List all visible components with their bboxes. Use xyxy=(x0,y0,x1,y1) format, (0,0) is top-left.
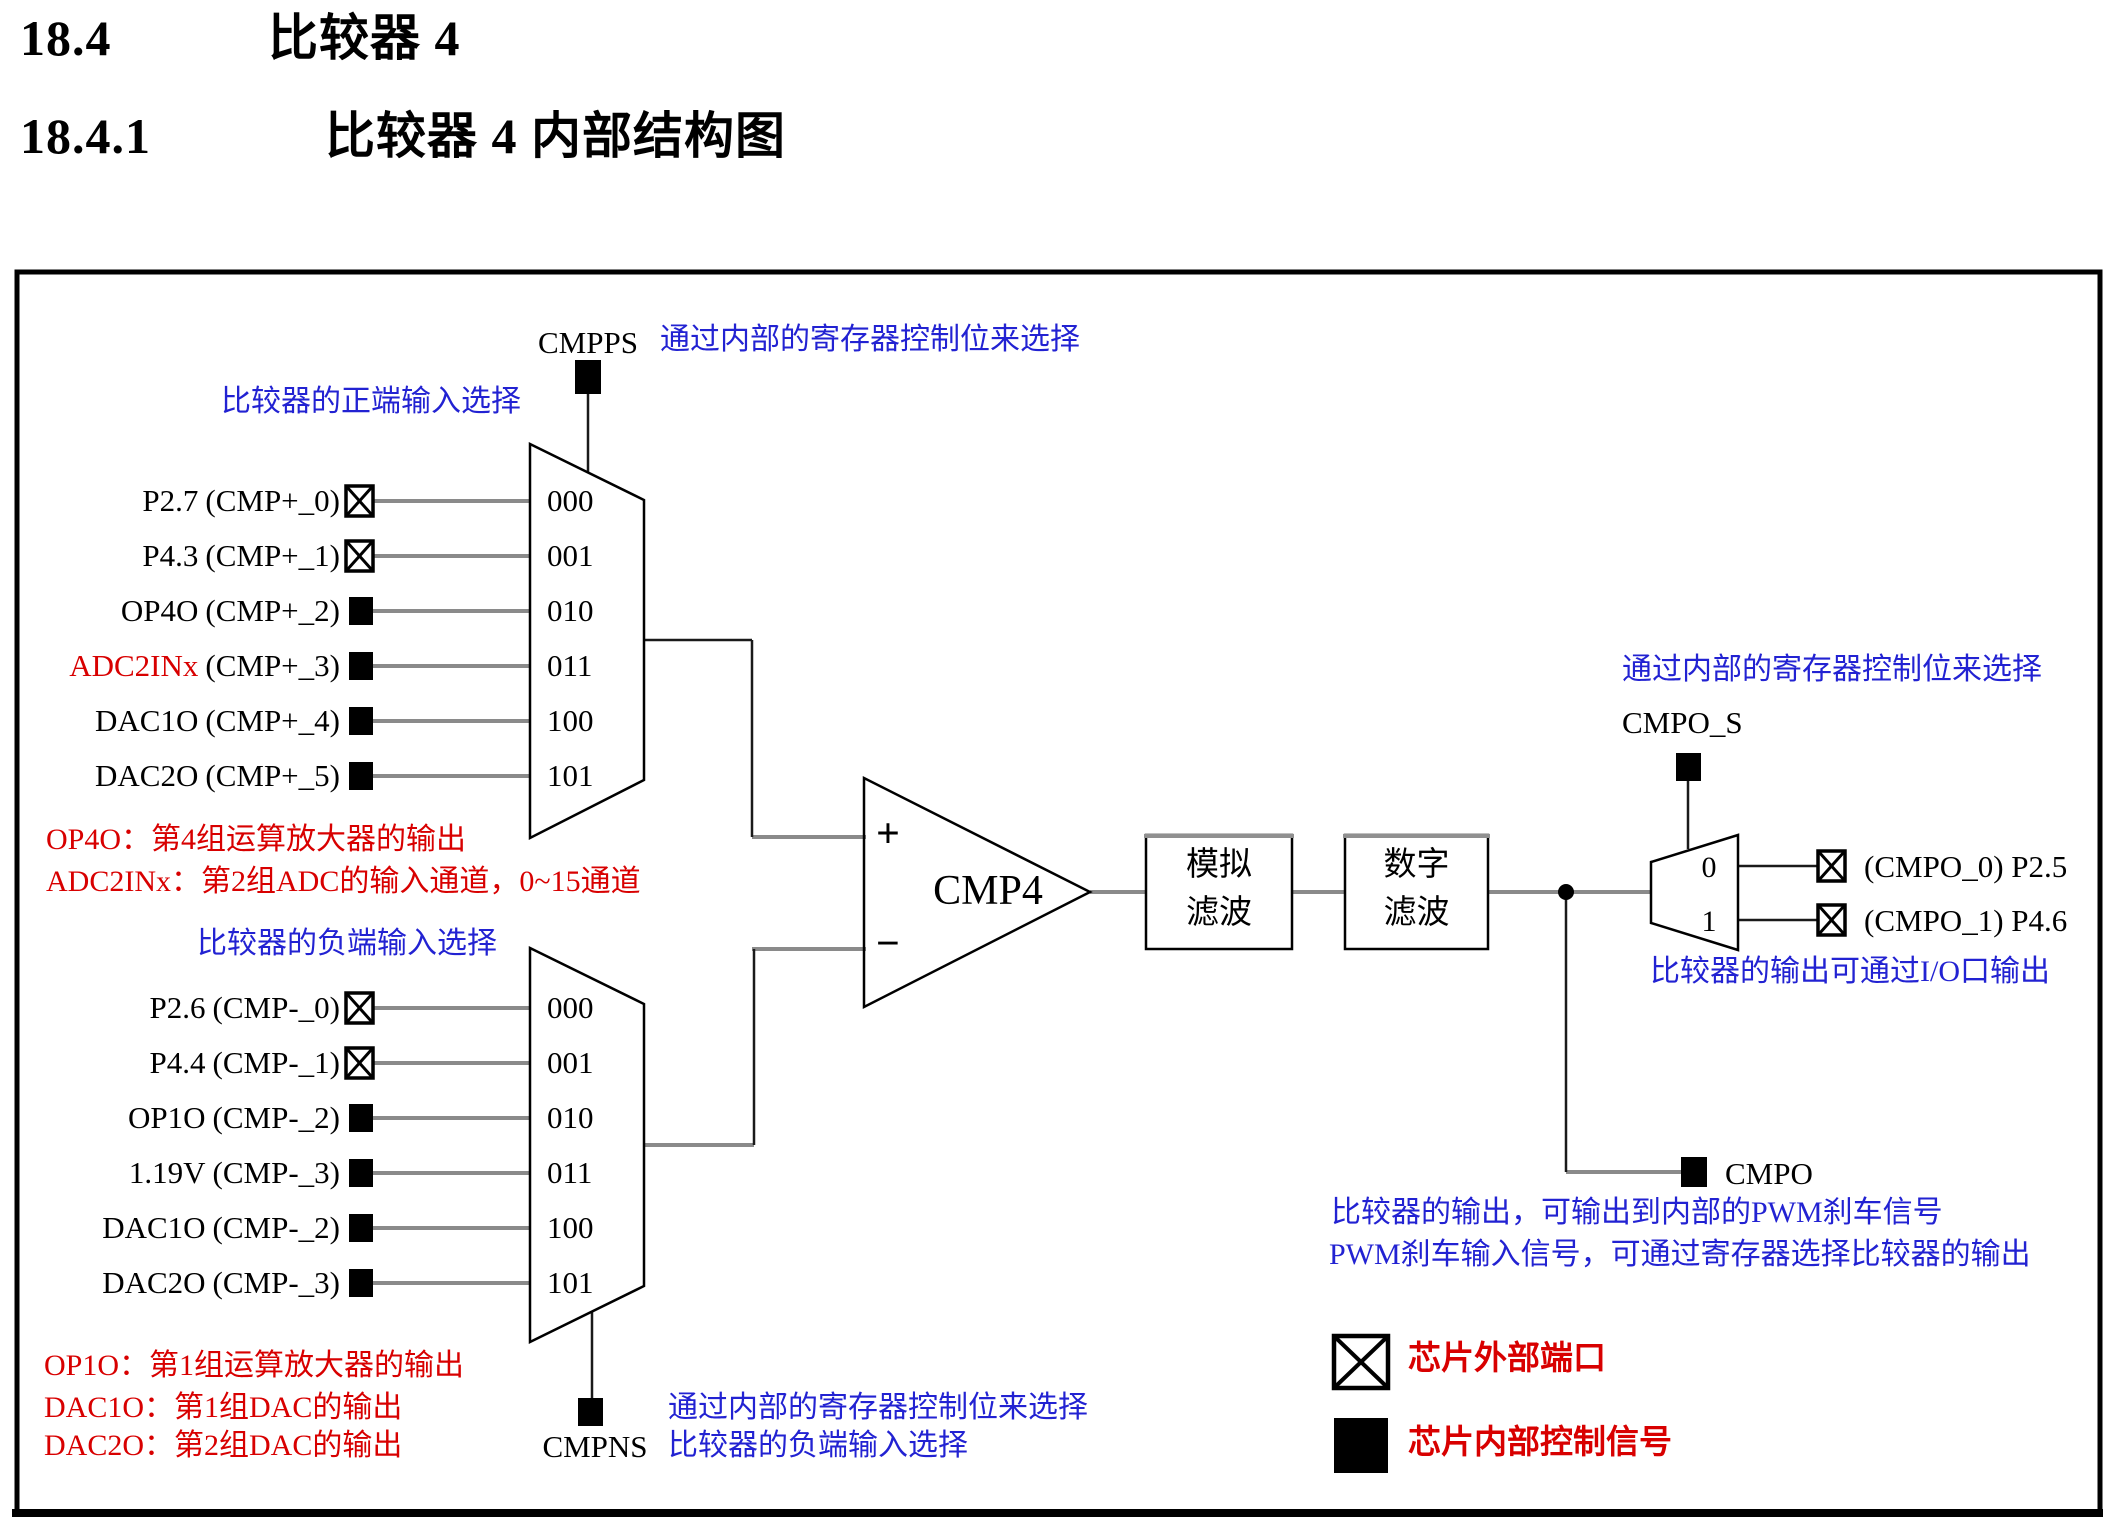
comparator-plus-input: + xyxy=(876,811,900,857)
internal-signal-icon xyxy=(349,652,373,680)
cmpps-note: 通过内部的寄存器控制位来选择 xyxy=(660,323,1080,356)
internal-signal-icon xyxy=(349,1214,373,1242)
output-pin-label-1: (CMPO_1) P4.6 xyxy=(1864,903,2068,938)
external-port-icon xyxy=(344,539,375,573)
analog-filter-box xyxy=(1144,833,1294,951)
control-lines xyxy=(586,392,1690,1398)
pos-mux-code: 011 xyxy=(547,648,593,683)
output-select-mux xyxy=(1649,833,1740,952)
neg-mux-code: 101 xyxy=(547,1265,594,1300)
cmpns-label: CMPNS xyxy=(542,1429,648,1464)
pos-input-label: ADC2INx(CMP+_3) xyxy=(69,648,340,683)
cmpps-internal-signal-icon xyxy=(575,360,601,394)
external-port-icon xyxy=(1816,903,1847,937)
cmpo-pwm-note-1: 比较器的输出，可输出到内部的PWM刹车信号 xyxy=(1331,1196,1943,1229)
neg-input-label: DAC1O(CMP-_2) xyxy=(102,1210,340,1245)
neg-mux-code: 011 xyxy=(547,1155,593,1190)
legend-internal-signal-icon xyxy=(1334,1418,1388,1473)
cmpo-s-internal-signal-icon xyxy=(1676,753,1701,781)
internal-signal-icon xyxy=(349,597,373,625)
negative-select-note: 比较器的负端输入选择 xyxy=(197,927,497,960)
external-port-icon xyxy=(344,484,375,518)
neg-input-label: OP1O(CMP-_2) xyxy=(128,1100,340,1135)
neg-mux-code: 010 xyxy=(547,1100,594,1135)
signal-wires xyxy=(373,499,1681,1285)
subsection-number: 18.4.1 xyxy=(20,108,151,164)
neg-note-op1o: OP1O：第1组运算放大器的输出 xyxy=(44,1349,465,1382)
neg-input-label: P2.6(CMP-_0) xyxy=(149,990,340,1025)
pos-mux-code: 010 xyxy=(547,593,594,628)
comparator-minus-input: − xyxy=(876,921,900,967)
cmpo-pwm-note-2: PWM刹车输入信号，可通过寄存器选择比较器的输出 xyxy=(1329,1238,2031,1271)
subsection-title: 比较器 4 内部结构图 xyxy=(325,108,786,164)
digital-filter-text: 数字 xyxy=(1383,847,1450,883)
digital-filter-box xyxy=(1343,833,1490,951)
cmpo-internal-signal-icon xyxy=(1681,1157,1707,1187)
legend-external-port-icon xyxy=(1331,1333,1391,1391)
output-mux-sel1: 1 xyxy=(1701,905,1717,938)
comparator-name: CMP4 xyxy=(933,868,1043,914)
pos-mux-code: 100 xyxy=(547,703,594,738)
cmpns-note-1: 通过内部的寄存器控制位来选择 xyxy=(668,1391,1088,1424)
neg-mux-code: 100 xyxy=(547,1210,594,1245)
figure-border xyxy=(12,269,2103,1517)
cmpo-label: CMPO xyxy=(1725,1156,1813,1191)
legend-internal-label: 芯片内部控制信号 xyxy=(1408,1425,1672,1461)
cmpns-internal-signal-icon xyxy=(578,1398,603,1426)
digital-filter-text: 滤波 xyxy=(1383,895,1450,931)
section-number: 18.4 xyxy=(20,10,112,66)
neg-note-dac2o: DAC2O：第2组DAC的输出 xyxy=(44,1429,403,1462)
external-port-icon xyxy=(344,1046,375,1080)
pos-input-label: P2.7(CMP+_0) xyxy=(142,483,340,518)
pos-input-label: DAC2O(CMP+_5) xyxy=(95,758,340,793)
output-mux-sel0: 0 xyxy=(1701,851,1717,884)
wire-junction-dot xyxy=(1558,884,1574,900)
cmpps-label: CMPPS xyxy=(538,325,638,360)
section-title: 比较器 4 xyxy=(268,10,461,66)
internal-signal-icon xyxy=(349,1159,373,1187)
external-port-icon xyxy=(1816,849,1847,883)
analog-filter-text: 滤波 xyxy=(1186,895,1252,931)
neg-input-label: DAC2O(CMP-_3) xyxy=(102,1265,340,1300)
pos-mux-code: 000 xyxy=(547,483,594,518)
positive-input-mux xyxy=(528,441,646,841)
neg-input-label: 1.19V(CMP-_3) xyxy=(128,1155,340,1190)
neg-input-label: P4.4(CMP-_1) xyxy=(149,1045,340,1080)
pos-note-adc2inx: ADC2INx：第2组ADC的输入通道，0~15通道 xyxy=(46,865,641,898)
negative-input-mux xyxy=(528,945,646,1345)
legend-external-label: 芯片外部端口 xyxy=(1408,1341,1606,1377)
connector-wires xyxy=(644,638,1818,1172)
output-pin-label-0: (CMPO_0) P2.5 xyxy=(1864,849,2068,884)
internal-signal-icon xyxy=(349,762,373,790)
pos-input-label: DAC1O(CMP+_4) xyxy=(95,703,340,738)
neg-note-dac1o: DAC1O：第1组DAC的输出 xyxy=(44,1391,403,1424)
neg-mux-code: 000 xyxy=(547,990,594,1025)
comparator-triangle xyxy=(862,775,1093,1010)
pos-mux-code: 001 xyxy=(547,538,594,573)
internal-signal-icon xyxy=(349,707,373,735)
pos-input-label: OP4O(CMP+_2) xyxy=(120,593,340,628)
internal-signal-icon xyxy=(349,1104,373,1132)
positive-select-note: 比较器的正端输入选择 xyxy=(221,385,521,418)
analog-filter-text: 模拟 xyxy=(1186,847,1252,883)
cmpns-note-2: 比较器的负端输入选择 xyxy=(668,1429,968,1462)
cmpo-s-note: 通过内部的寄存器控制位来选择 xyxy=(1622,653,2042,686)
pos-note-op4o: OP4O：第4组运算放大器的输出 xyxy=(46,823,467,856)
cmpo-s-label: CMPO_S xyxy=(1622,705,1743,740)
pos-mux-code: 101 xyxy=(547,758,594,793)
io-output-note: 比较器的输出可通过I/O口输出 xyxy=(1650,955,2050,988)
external-port-icon xyxy=(344,991,375,1025)
neg-mux-code: 001 xyxy=(547,1045,594,1080)
internal-signal-icon xyxy=(349,1269,373,1297)
pos-input-label: P4.3(CMP+_1) xyxy=(142,538,340,573)
